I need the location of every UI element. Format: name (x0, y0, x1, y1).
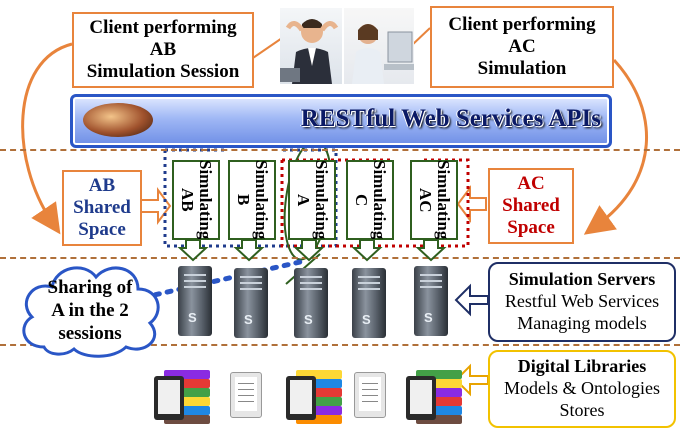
simulating-ab-label: Simulating AB (178, 160, 215, 240)
simulation-servers-title: Simulation Servers (508, 269, 656, 289)
simulating-c-label: Simulating C (352, 160, 389, 240)
simulation-servers-box: Simulation Servers Restful Web Services … (488, 262, 676, 342)
down-arrow-icon (351, 239, 383, 262)
simulating-b-label: Simulating B (234, 160, 271, 240)
digital-libraries-title: Digital Libraries (517, 356, 647, 376)
ebook-reader-icon (406, 376, 436, 420)
simulating-c-box: Simulating C (346, 160, 394, 240)
simulating-b-box: Simulating B (228, 160, 276, 240)
ab-client-callout: Client performing AB Simulation Session (72, 12, 254, 88)
book-stack-icon (296, 370, 342, 424)
cloud-line-2: A in the 2 (51, 300, 129, 321)
down-arrow-icon (293, 239, 325, 262)
servers-box-arrow (454, 283, 489, 317)
ab-client-line-2: AB (149, 39, 177, 60)
simulating-a-label: Simulating A (294, 160, 331, 240)
digital-libraries-line-2: Stores (559, 400, 605, 420)
down-arrow-icon (415, 239, 447, 262)
sharing-dotted-line (129, 259, 303, 303)
cloud-line-3: sessions (58, 323, 122, 344)
simulating-ab-box: Simulating AB (172, 160, 220, 240)
ab-shared-line-3: Space (78, 219, 126, 240)
ab-shared-line-1: AB (88, 175, 116, 196)
server-icon: S (234, 268, 268, 338)
down-arrow-icon (233, 239, 265, 262)
ab-client-curve (21, 42, 73, 235)
separator-bottom (0, 344, 680, 346)
server-icon: S (294, 268, 328, 338)
ac-client-line-2: AC (508, 36, 536, 57)
ab-client-line-1: Client performing (89, 17, 237, 38)
digital-libraries-line-1: Models & Ontologies (504, 378, 660, 398)
ac-shared-line-2: Shared (502, 195, 560, 216)
book-stack-icon (164, 370, 210, 424)
restful-api-label: RESTful Web Services APIs (300, 105, 601, 132)
library-row (150, 350, 480, 428)
separator-middle (0, 257, 680, 259)
ac-shared-line-3: Space (507, 217, 555, 238)
sharing-cloud-shape (22, 266, 160, 358)
simulation-servers-line-2: Managing models (517, 313, 647, 333)
separator-top (0, 149, 680, 151)
globe-icon (83, 103, 153, 137)
ac-shared-line-1: AC (517, 173, 545, 194)
ac-client-person-image (344, 8, 414, 84)
restful-api-bar: RESTful Web Services APIs (70, 94, 612, 148)
simulating-ac-label: Simulating AC (416, 160, 453, 240)
digital-libraries-box: Digital Libraries Models & Ontologies St… (488, 350, 676, 428)
server-icon: S (352, 268, 386, 338)
ac-client-line-3: Simulation (477, 58, 567, 79)
ab-client-person-image (280, 8, 342, 84)
ac-client-callout: Client performing AC Simulation (430, 6, 614, 88)
ab-client-line-3: Simulation Session (86, 61, 240, 82)
ac-shared-arrow (456, 185, 487, 223)
ac-client-curve (583, 58, 649, 235)
libraries-box-arrow (454, 363, 489, 397)
ab-shared-space-callout: AB Shared Space (62, 170, 142, 246)
server-icon: S (178, 266, 212, 336)
cloud-line-1: Sharing of (47, 277, 133, 298)
book-stack-icon (416, 370, 462, 424)
ac-shared-space-callout: AC Shared Space (488, 168, 574, 244)
ac-client-line-1: Client performing (448, 14, 596, 35)
simulation-servers-line-1: Restful Web Services (504, 291, 660, 311)
ebook-reader-icon (154, 376, 184, 420)
simulating-ac-box: Simulating AC (410, 160, 458, 240)
ab-pointer-line (249, 35, 286, 61)
down-arrow-icon (177, 239, 209, 262)
ab-shared-line-2: Shared (73, 197, 131, 218)
server-icon: S (414, 266, 448, 336)
ebook-reader-icon (230, 372, 262, 418)
ebook-reader-icon (286, 376, 316, 420)
sharing-cloud-label: Sharing of A in the 2 sessions (14, 276, 166, 345)
ebook-reader-icon (354, 372, 386, 418)
